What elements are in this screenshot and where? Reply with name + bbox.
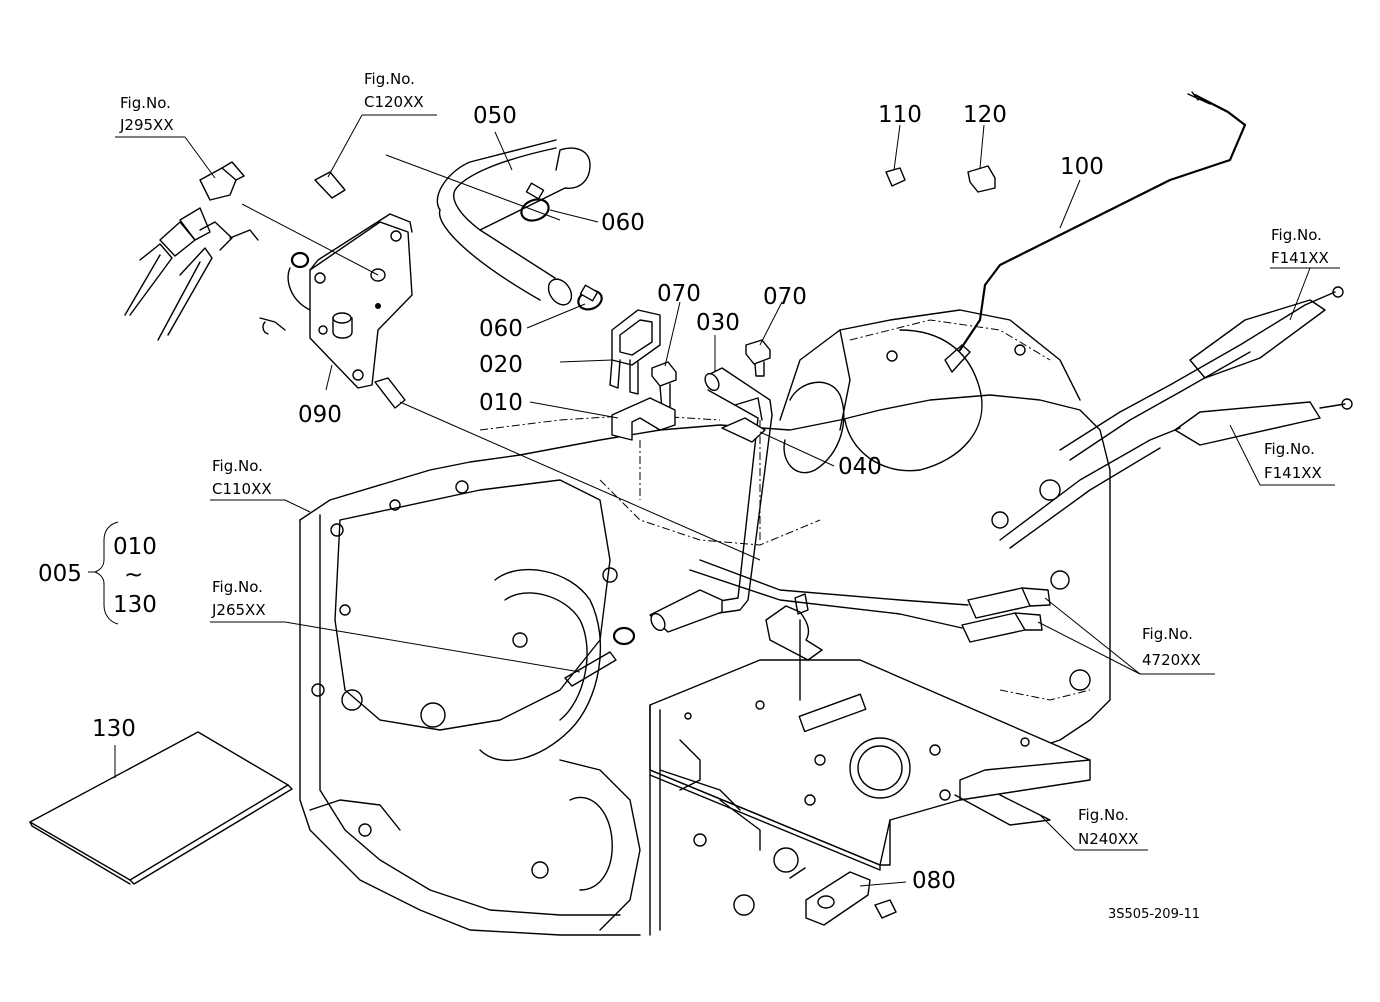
label-020: 020 — [479, 352, 523, 378]
fig-label-f141-lower: Fig.No. — [1264, 440, 1315, 458]
label-030: 030 — [696, 310, 740, 336]
label-120: 120 — [963, 102, 1007, 128]
cable-upper — [1059, 286, 1344, 461]
transmission-housing — [299, 309, 1111, 936]
plate-080 — [773, 847, 897, 926]
kit-tilde: ~ — [124, 562, 143, 588]
fig-label-n240: Fig.No. — [1078, 806, 1129, 824]
fig-label-c110: Fig.No. — [212, 457, 263, 475]
hose-050 — [436, 139, 591, 306]
label-110: 110 — [878, 102, 922, 128]
front-frame-plate — [649, 659, 1091, 936]
label-080: 080 — [912, 868, 956, 894]
drawing-code: 3S505-209-11 — [1108, 907, 1200, 922]
figure-references: Fig.No. J295XX Fig.No. C120XX Fig.No. C1… — [119, 70, 1329, 848]
kit-from: 010 — [113, 534, 157, 560]
kit-range: 005 010 ~ 130 — [38, 534, 157, 618]
connectors — [689, 559, 1051, 643]
hose-clamp-lower — [564, 626, 636, 687]
part-numbers: 050 060 060 020 010 070 030 070 040 090 … — [92, 102, 1104, 894]
fig-ref-f141-upper: F141XX — [1271, 249, 1329, 267]
fig-label-j295: Fig.No. — [120, 94, 171, 112]
label-130: 130 — [92, 716, 136, 742]
kit-id: 005 — [38, 561, 82, 587]
label-070-left: 070 — [657, 281, 701, 307]
clamp-060-lower — [577, 284, 603, 311]
fig-ref-4720: 4720XX — [1142, 651, 1201, 669]
pipe-030 — [649, 367, 773, 633]
manual-book — [29, 731, 293, 885]
bolt-070-left — [651, 361, 677, 411]
fig-ref-c120: C120XX — [364, 93, 424, 111]
plug-120 — [967, 165, 996, 193]
fig-label-4720: Fig.No. — [1142, 625, 1193, 643]
fig-label-f141-upper: Fig.No. — [1271, 226, 1322, 244]
label-010: 010 — [479, 390, 523, 416]
label-060-upper: 060 — [601, 210, 645, 236]
label-040: 040 — [838, 454, 882, 480]
clamp-060-upper — [520, 182, 550, 222]
clip-040 — [721, 397, 766, 443]
fig-ref-n240: N240XX — [1078, 830, 1138, 848]
fig-label-c120: Fig.No. — [364, 70, 415, 88]
saddle-clamp — [765, 593, 823, 701]
fig-ref-f141-lower: F141XX — [1264, 464, 1322, 482]
bolt-070-right — [745, 339, 771, 377]
kit-to: 130 — [113, 592, 157, 618]
cover-plate-090 — [287, 213, 413, 389]
bracket-010 — [611, 397, 676, 441]
cable-lower — [999, 398, 1353, 549]
label-060-lower: 060 — [479, 316, 523, 342]
label-090: 090 — [298, 402, 342, 428]
label-050: 050 — [473, 103, 517, 129]
fig-label-j265: Fig.No. — [212, 578, 263, 596]
fig-ref-j265: J265XX — [211, 601, 266, 619]
bracket-020 — [609, 309, 661, 395]
leader-lines — [88, 114, 1340, 887]
plug-110 — [885, 167, 906, 187]
fig-ref-j295: J295XX — [119, 116, 174, 134]
pipe-100 — [944, 91, 1247, 373]
sensor-fittings — [124, 161, 406, 409]
label-100: 100 — [1060, 154, 1104, 180]
label-070-right: 070 — [763, 284, 807, 310]
fig-ref-c110: C110XX — [212, 480, 272, 498]
